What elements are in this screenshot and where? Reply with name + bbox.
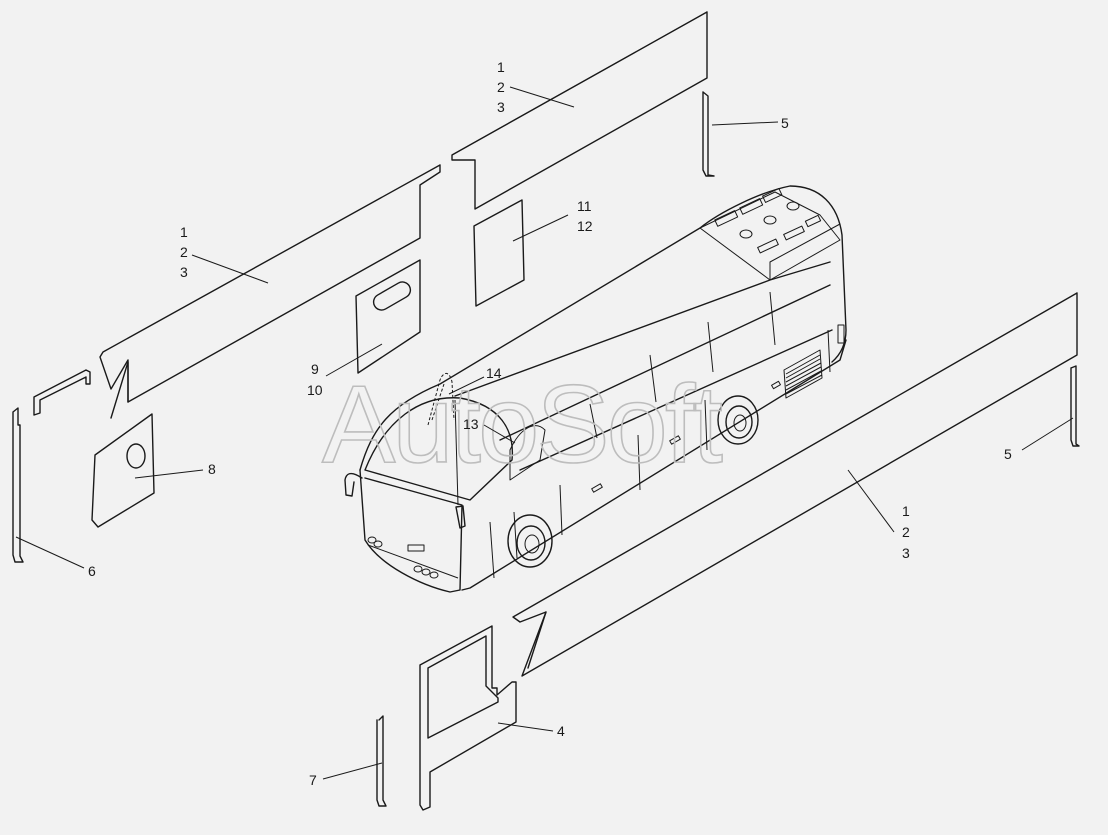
upper-right-trim-strip (451, 11, 708, 210)
door-panel-9-10 (355, 259, 421, 374)
callout-11: 11 (577, 198, 592, 214)
rear-grille (783, 349, 823, 399)
roof-vents (714, 187, 822, 254)
callout-4: 4 (557, 723, 565, 739)
callout-left-1: 1 (180, 224, 188, 240)
callout-8: 8 (208, 461, 216, 477)
vertical-strip-5-lower (1070, 365, 1080, 447)
leader-lines (15, 86, 1074, 780)
vertical-strip-7 (376, 715, 387, 807)
window-panel-11-12 (473, 199, 525, 307)
callout-right-1: 1 (902, 503, 910, 519)
callout-9: 9 (311, 361, 319, 377)
callout-6: 6 (88, 563, 96, 579)
callout-labels: 1 2 3 5 11 12 1 2 3 9 10 14 13 8 6 5 1 2… (88, 59, 1012, 788)
vertical-strip-6 (12, 407, 24, 563)
callout-left-2: 2 (180, 244, 188, 260)
upper-left-trim-strip (99, 164, 441, 419)
corner-bracket (33, 369, 91, 416)
vertical-strip-5-upper (702, 91, 715, 177)
mirrors (344, 472, 466, 529)
callout-12: 12 (577, 218, 593, 234)
panel-8 (91, 413, 155, 528)
callout-right-2: 2 (902, 524, 910, 540)
callout-13: 13 (463, 416, 479, 432)
watermark-text: AutoSoft (322, 363, 722, 486)
callout-14: 14 (486, 365, 502, 381)
callout-10: 10 (307, 382, 323, 398)
callout-right-3: 3 (902, 545, 910, 561)
rear-wheel (717, 395, 759, 445)
headlights (367, 536, 439, 579)
callout-top-5: 5 (781, 115, 789, 131)
callout-right-5: 5 (1004, 446, 1012, 462)
coach-bus (344, 185, 847, 593)
callout-top-3: 3 (497, 99, 505, 115)
callout-left-3: 3 (180, 264, 188, 280)
lower-trim-strip (512, 292, 1078, 677)
front-wheel (507, 514, 553, 568)
callout-7: 7 (309, 772, 317, 788)
callout-top-2: 2 (497, 79, 505, 95)
callout-top-1: 1 (497, 59, 505, 75)
door-frame-4 (419, 625, 517, 811)
